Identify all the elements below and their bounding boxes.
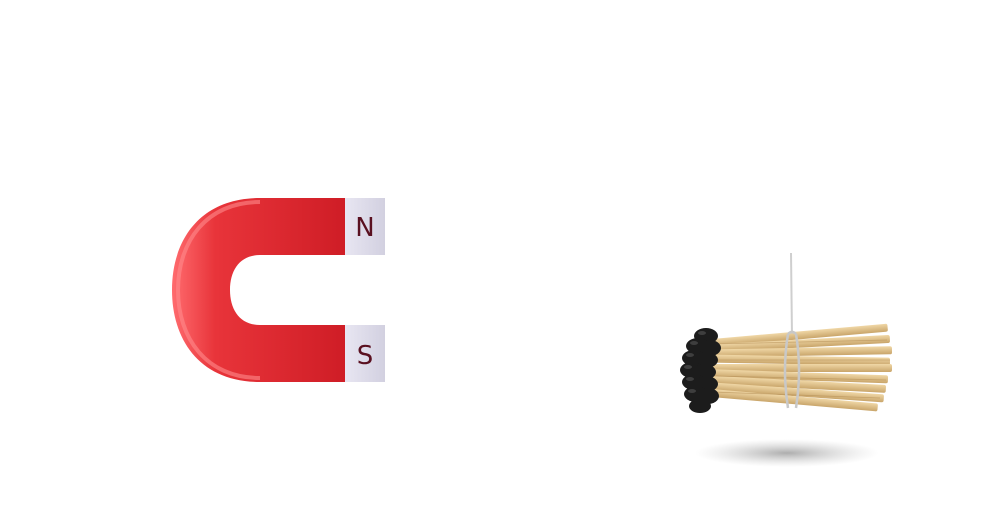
floor-shadow [695, 439, 879, 467]
matchstick-bundle [680, 252, 893, 467]
horseshoe-magnet: N S [172, 198, 385, 382]
tie-string [783, 330, 801, 409]
match-head-highlights [684, 331, 706, 393]
matchsticks [695, 323, 893, 412]
match-heads [680, 328, 721, 413]
south-pole-label: S [357, 341, 374, 371]
hanging-string [790, 252, 793, 337]
north-pole-label: N [355, 213, 374, 243]
magnet-highlight [175, 200, 261, 380]
magnet-body [172, 198, 345, 382]
south-pole-cap [345, 325, 385, 382]
north-pole-cap [345, 198, 385, 255]
